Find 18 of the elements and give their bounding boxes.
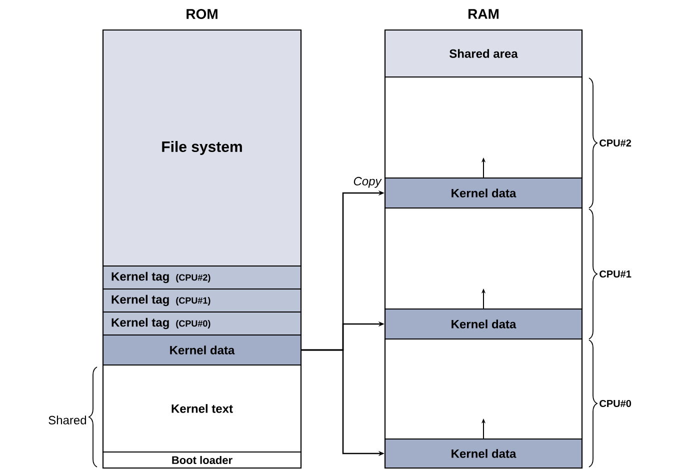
memory-block: Kernel tag (CPU#2) <box>102 265 302 290</box>
memory-block: Kernel data <box>384 177 583 209</box>
memory-block: Kernel tag (CPU#1) <box>102 288 302 313</box>
memory-region <box>384 76 583 179</box>
memory-block: Kernel data <box>384 438 583 469</box>
edge-label: Copy <box>352 176 382 189</box>
memory-region <box>384 207 583 310</box>
brace-label: CPU#0 <box>600 400 632 408</box>
memory-block: File system <box>102 29 302 267</box>
memory-block: Kernel data <box>384 308 583 340</box>
brace-label: CPU#2 <box>600 139 632 147</box>
memory-block: Kernel data <box>102 334 302 366</box>
brace-label: Shared <box>48 416 86 424</box>
memory-block: Boot loader <box>102 451 302 469</box>
memory-block: Shared area <box>384 29 583 78</box>
brace-label: CPU#1 <box>600 270 632 278</box>
memory-block: Kernel tag (CPU#0) <box>102 311 302 336</box>
memory-region <box>384 338 583 440</box>
